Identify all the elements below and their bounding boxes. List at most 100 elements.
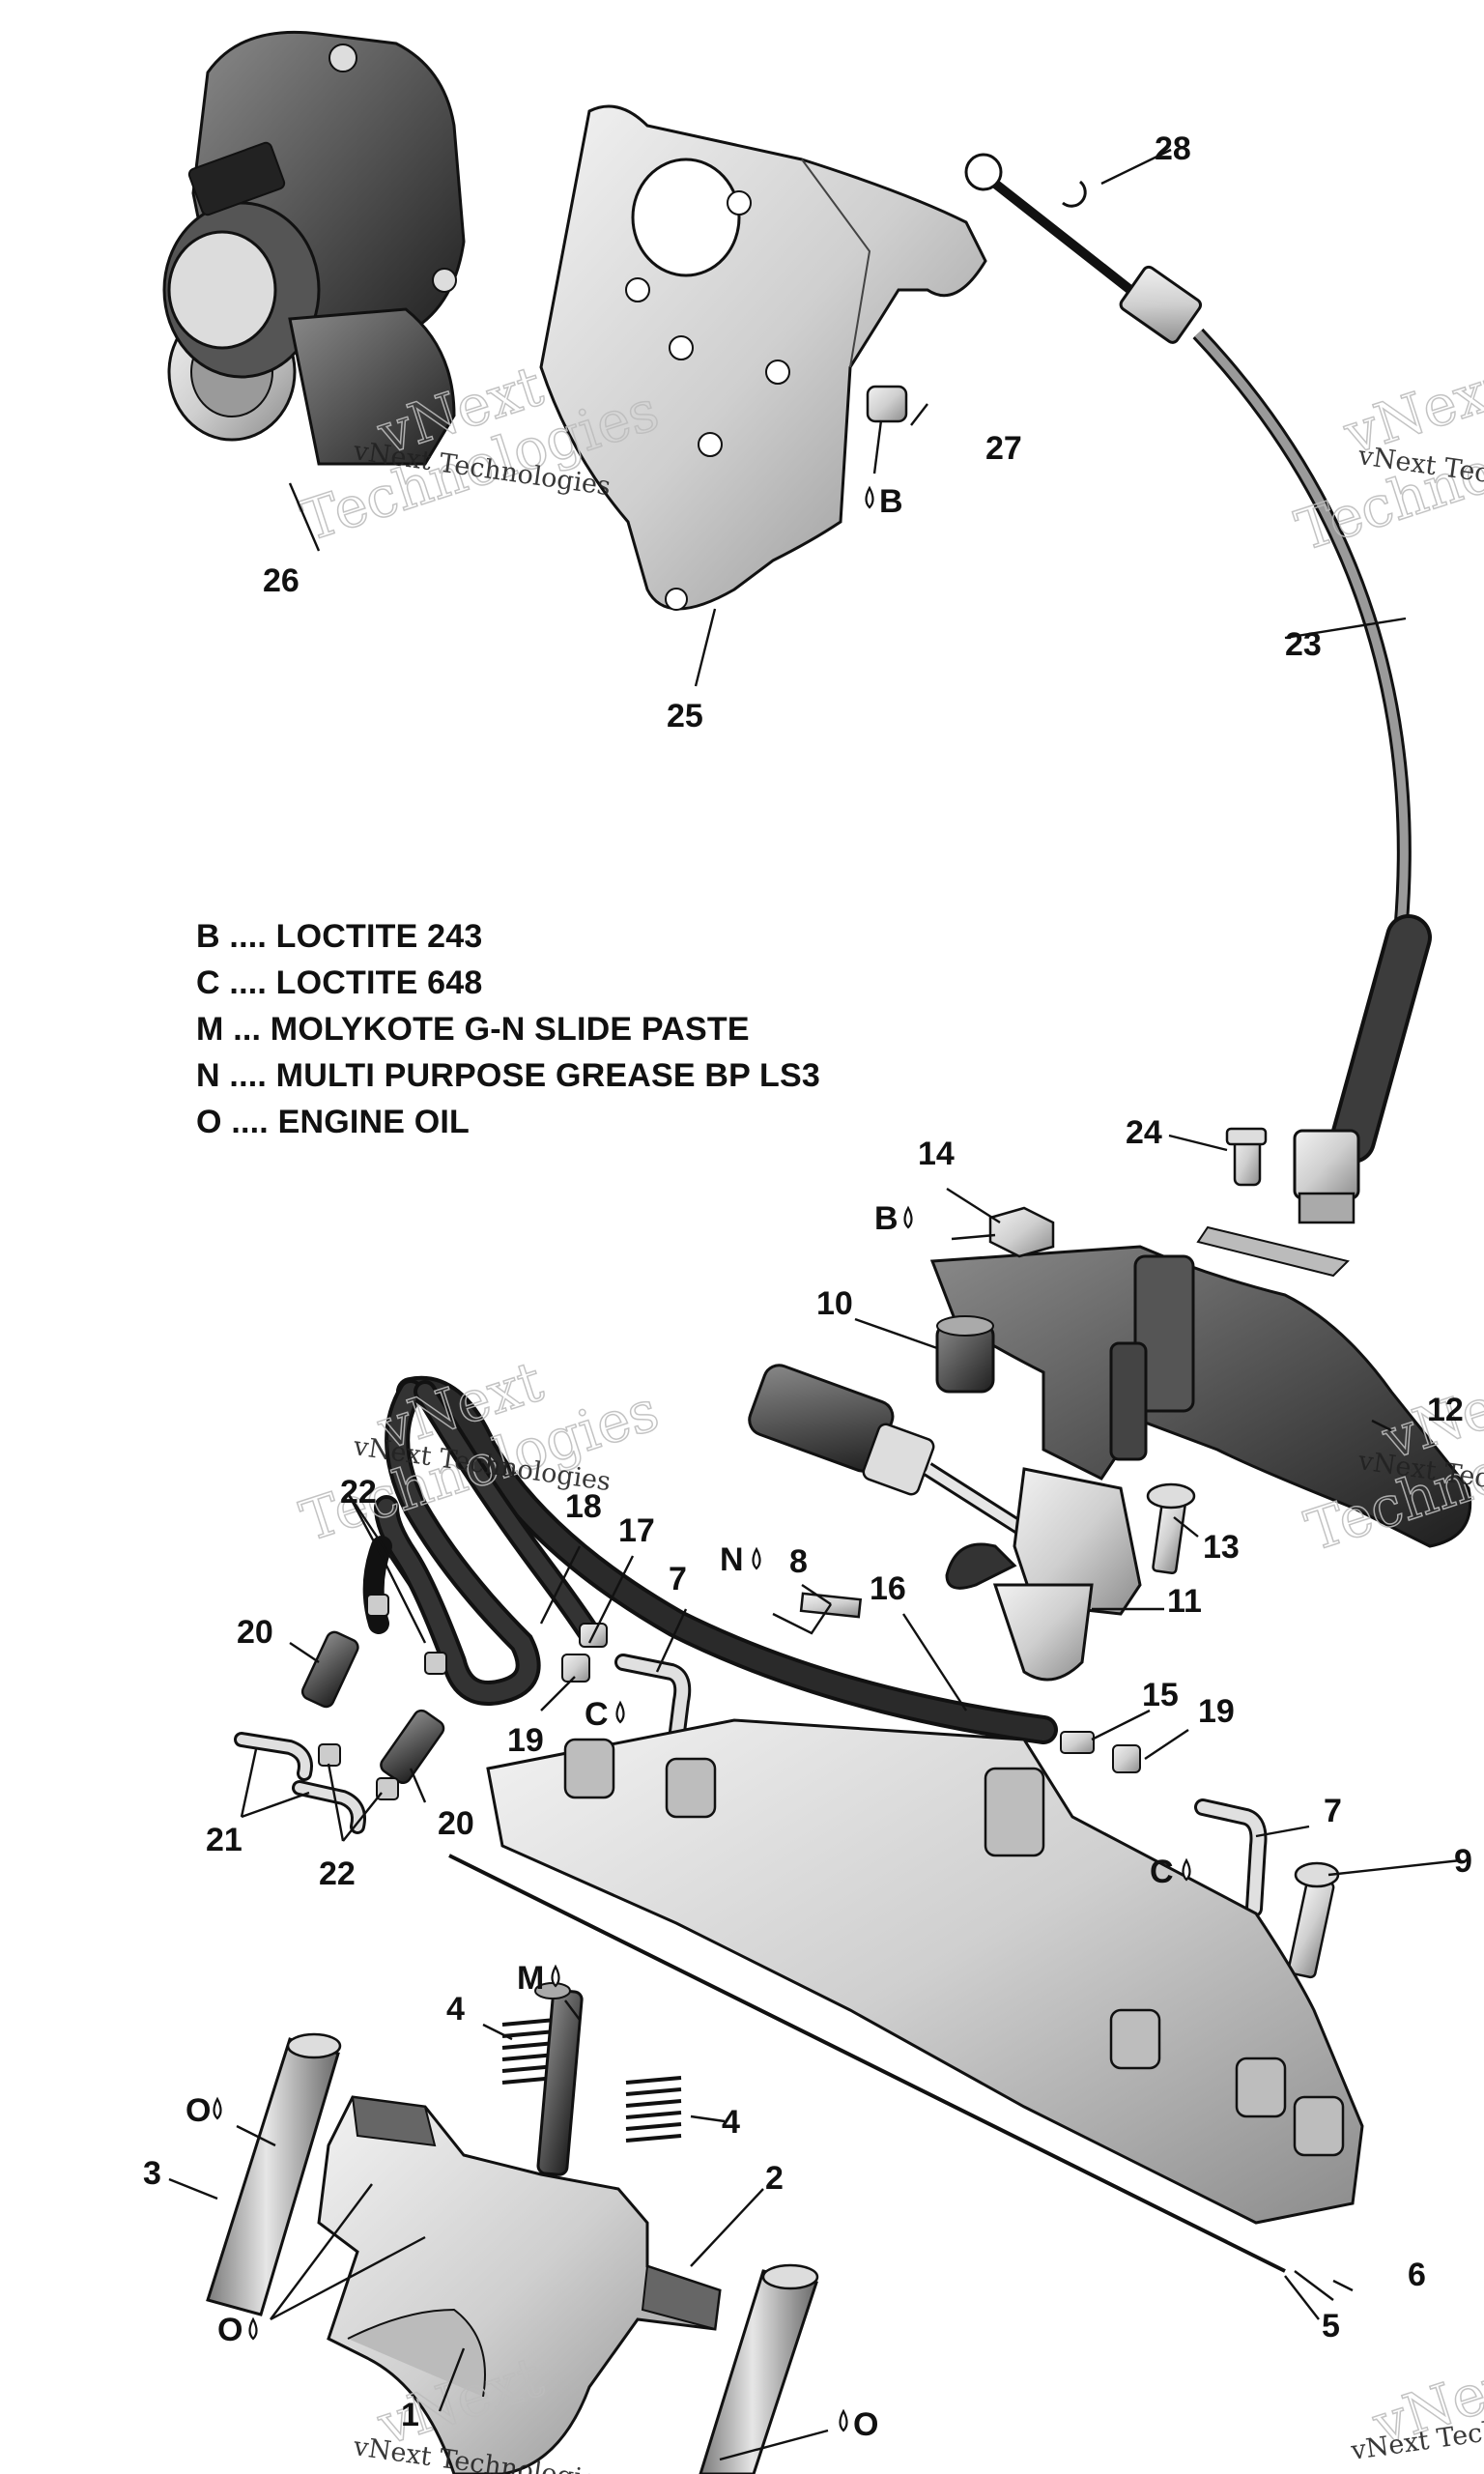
callout-1: 1 <box>401 2397 419 2433</box>
svg-text:O: O <box>217 2312 243 2348</box>
svg-text:B: B <box>879 483 903 520</box>
legend-item-o: O .... ENGINE OIL <box>196 1104 470 1141</box>
legend-text: LOCTITE 648 <box>275 964 483 1001</box>
callout-26: 26 <box>263 562 300 599</box>
legend-code: C <box>196 964 220 1001</box>
callouts: 28 27 26 25 23 24 14 10 12 13 11 8 16 15… <box>143 130 1472 2433</box>
part-26-shift-actuator <box>162 30 466 466</box>
legend-code: O <box>196 1104 222 1140</box>
svg-text:N: N <box>720 1541 744 1578</box>
drop-icon <box>865 485 874 509</box>
legend-text: ENGINE OIL <box>277 1104 471 1140</box>
part-28-clip <box>1062 180 1087 208</box>
callout-3: 3 <box>143 2155 161 2192</box>
legend-code: B <box>196 918 220 955</box>
code-m: M <box>517 1960 560 1997</box>
callout-28: 28 <box>1155 130 1191 167</box>
callout-19-left: 19 <box>507 1722 544 1759</box>
legend-text: MOLYKOTE G-N SLIDE PASTE <box>270 1011 750 1048</box>
part-19-clamp <box>1112 1744 1141 1773</box>
legend-item-b: B .... LOCTITE 243 <box>196 918 482 956</box>
drop-icon <box>1182 1857 1191 1882</box>
callout-7-right: 7 <box>1324 1793 1342 1829</box>
legend-item-n: N .... MULTI PURPOSE GREASE BP LS3 <box>196 1057 820 1095</box>
part-12-lever-bracket <box>929 1225 1472 1548</box>
legend-code: M <box>196 1011 224 1048</box>
part-23-shift-cable <box>964 153 1432 1224</box>
callout-22-top: 22 <box>340 1474 377 1510</box>
callout-6: 6 <box>1408 2257 1426 2293</box>
callout-21: 21 <box>206 1822 243 1858</box>
code-o-fork: O <box>217 2312 258 2348</box>
product-codes: B B N C C M O O <box>186 483 1191 2443</box>
drop-icon <box>213 2096 222 2120</box>
legend-dots: .... <box>231 1104 269 1140</box>
legend-item-c: C .... LOCTITE 648 <box>196 964 482 1002</box>
svg-text:O: O <box>853 2406 878 2443</box>
code-c-left: C <box>585 1696 625 1733</box>
drop-icon <box>839 2408 848 2432</box>
part-15-fitting <box>1060 1731 1095 1754</box>
part-27-nut <box>866 385 908 423</box>
part-3-rails <box>206 2032 819 2474</box>
callout-23: 23 <box>1285 626 1322 663</box>
part-19-clamp-b <box>561 1654 590 1683</box>
code-b-lever: B <box>874 1200 913 1237</box>
drop-icon <box>551 1964 560 1988</box>
svg-text:B: B <box>874 1200 899 1237</box>
code-o-rail-left: O <box>186 2092 222 2129</box>
callout-10: 10 <box>816 1285 853 1322</box>
svg-text:O: O <box>186 2092 211 2129</box>
part-14-nut <box>988 1206 1055 1258</box>
part-4-springs <box>501 2018 682 2143</box>
part-9-bolt <box>1287 1861 1340 1979</box>
drop-icon <box>903 1205 913 1229</box>
legend-dots: .... <box>229 1057 268 1094</box>
drop-icon <box>615 1700 625 1724</box>
callout-18: 18 <box>565 1488 602 1525</box>
code-o-rail-right: O <box>839 2406 878 2443</box>
callout-11: 11 <box>1167 1583 1202 1620</box>
part-13-bolt <box>1146 1482 1196 1575</box>
part-11-position-sensor <box>748 1364 1142 1682</box>
callout-16: 16 <box>870 1570 906 1607</box>
callout-4-right: 4 <box>722 2104 740 2141</box>
callout-5: 5 <box>1322 2308 1340 2345</box>
callout-7-left: 7 <box>669 1561 687 1597</box>
legend-code: N <box>196 1057 220 1094</box>
callout-27: 27 <box>985 430 1022 467</box>
code-b-bracket: B <box>865 483 903 520</box>
callout-20-right: 20 <box>438 1805 474 1842</box>
callout-19-right: 19 <box>1198 1693 1235 1730</box>
drop-icon <box>752 1546 761 1570</box>
svg-text:C: C <box>585 1696 609 1733</box>
part-5-gasket <box>448 1854 1286 2273</box>
callout-12: 12 <box>1427 1392 1464 1428</box>
part-shift-shaft <box>534 1982 584 2176</box>
legend-dots: .... <box>229 918 268 955</box>
callout-17: 17 <box>618 1512 655 1549</box>
legend-item-m: M ... MOLYKOTE G-N SLIDE PASTE <box>196 1011 750 1049</box>
code-n: N <box>720 1541 761 1578</box>
legend-dots: ... <box>233 1011 262 1048</box>
callout-8: 8 <box>789 1543 808 1580</box>
code-c-right: C <box>1150 1854 1191 1890</box>
part-25-bracket <box>539 104 987 611</box>
legend-text: MULTI PURPOSE GREASE BP LS3 <box>275 1057 821 1094</box>
part-6-housing-cover <box>486 1718 1364 2225</box>
callout-14: 14 <box>918 1136 955 1172</box>
callout-22-bottom: 22 <box>319 1856 356 1892</box>
part-24-bolt <box>1225 1127 1268 1187</box>
drop-icon <box>248 2316 258 2341</box>
callout-25: 25 <box>667 698 703 734</box>
callout-15: 15 <box>1142 1677 1179 1713</box>
callout-9: 9 <box>1454 1843 1472 1880</box>
svg-text:M: M <box>517 1960 544 1997</box>
callout-13: 13 <box>1203 1529 1240 1566</box>
part-1-2-shift-fork <box>317 2095 722 2474</box>
callout-2: 2 <box>765 2160 784 2197</box>
leader-lines <box>168 148 1462 2461</box>
callout-20-left: 20 <box>237 1614 273 1651</box>
svg-text:C: C <box>1150 1854 1174 1890</box>
